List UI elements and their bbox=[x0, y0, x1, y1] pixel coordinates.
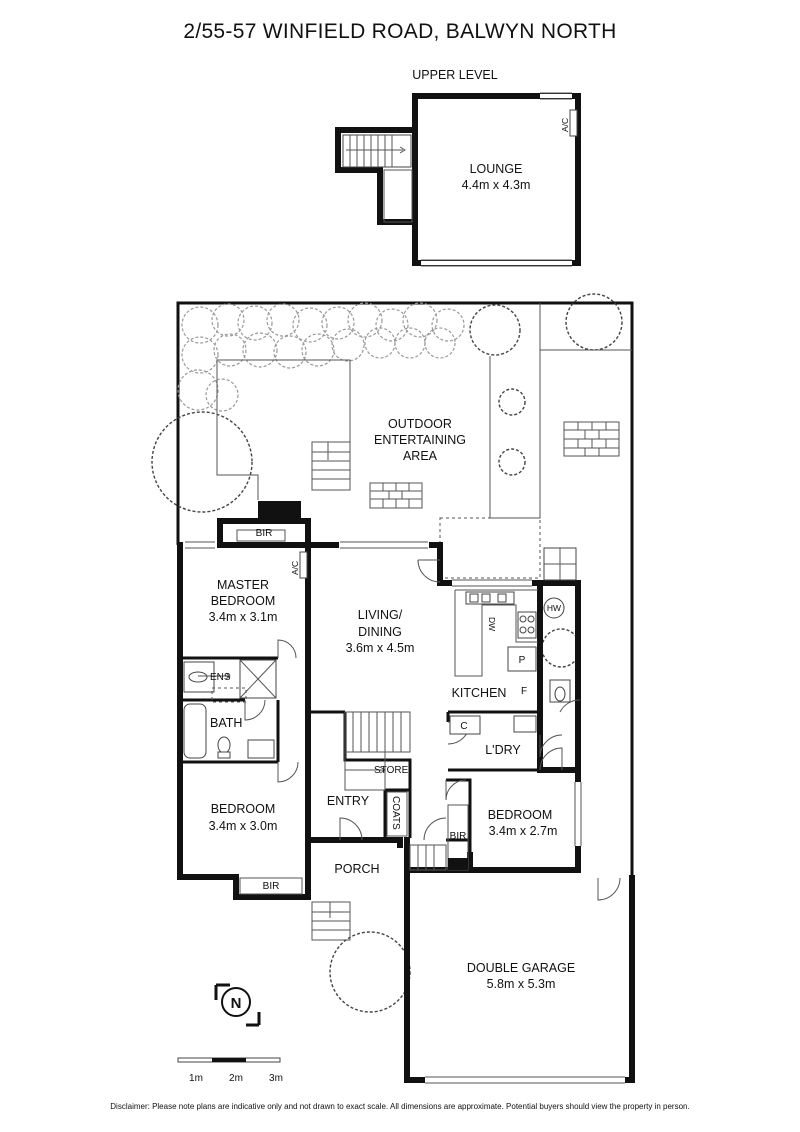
upper-stairs bbox=[342, 134, 412, 168]
north-compass: N bbox=[214, 983, 261, 1027]
outdoor-label-2: ENTERTAINING bbox=[374, 433, 466, 447]
upper-level-heading: UPPER LEVEL bbox=[412, 68, 498, 82]
garden-shrubs bbox=[177, 302, 465, 412]
living-label-2: DINING bbox=[358, 625, 402, 639]
store-label: STORE bbox=[374, 765, 409, 776]
kitchen-joinery bbox=[449, 547, 577, 735]
master-size: 3.4m x 3.1m bbox=[209, 610, 278, 624]
bedroom3-label: BEDROOM bbox=[488, 808, 553, 822]
upper-level: UPPER LEVEL A/C LOUNGE 4.4m x 4.3m bbox=[335, 68, 581, 267]
pantry-label: P bbox=[519, 655, 526, 666]
bath-label: BATH bbox=[210, 716, 242, 730]
bir-bedroom3-label: BIR bbox=[450, 831, 467, 842]
master-label-1: MASTER bbox=[217, 578, 269, 592]
porch-steps bbox=[311, 844, 447, 941]
ensuite-label: ENS bbox=[210, 672, 231, 683]
porch-label: PORCH bbox=[334, 862, 379, 876]
lounge-label: LOUNGE bbox=[470, 162, 523, 176]
fridge-label: F bbox=[521, 686, 527, 697]
cupboard-label: C bbox=[460, 721, 467, 732]
scale-label-2m: 2m bbox=[229, 1073, 243, 1084]
bedroom2-size: 3.4m x 3.0m bbox=[209, 819, 278, 833]
outdoor-steps bbox=[311, 441, 351, 491]
ac-living-label: A/C bbox=[290, 561, 300, 575]
living-label-1: LIVING/ bbox=[358, 608, 403, 622]
laundry-label: L'DRY bbox=[485, 743, 521, 757]
windows bbox=[185, 541, 625, 1084]
internal-stairs bbox=[344, 711, 411, 791]
store-cupboard bbox=[386, 791, 408, 837]
master-label-2: BEDROOM bbox=[211, 594, 276, 608]
bedroom2-label: BEDROOM bbox=[211, 802, 276, 816]
garage-size: 5.8m x 5.3m bbox=[487, 977, 556, 991]
chimney-block bbox=[258, 501, 301, 519]
page-title: 2/55-57 WINFIELD ROAD, BALWYN NORTH bbox=[183, 20, 616, 43]
living-size: 3.6m x 4.5m bbox=[346, 641, 415, 655]
scale-label-1m: 1m bbox=[189, 1073, 203, 1084]
entry-label: ENTRY bbox=[327, 794, 370, 808]
hot-water-label: HW bbox=[547, 603, 561, 613]
lounge-size: 4.4m x 4.3m bbox=[462, 178, 531, 192]
kitchen-label: KITCHEN bbox=[452, 686, 507, 700]
brick-bbq bbox=[369, 482, 423, 509]
upper-ac-label: A/C bbox=[560, 118, 570, 132]
compass-letter: N bbox=[231, 995, 242, 1012]
upper-ac-unit bbox=[569, 109, 578, 137]
outdoor-label-1: OUTDOOR bbox=[388, 417, 452, 431]
disclaimer: Disclaimer: Please note plans are indica… bbox=[110, 1102, 689, 1111]
outdoor-label-3: AREA bbox=[403, 449, 438, 463]
bedroom3-size: 3.4m x 2.7m bbox=[489, 824, 558, 838]
brick-paving bbox=[563, 421, 620, 457]
scale-label-3m: 3m bbox=[269, 1073, 283, 1084]
bir-bedroom2-label: BIR bbox=[263, 881, 280, 892]
garage-label: DOUBLE GARAGE bbox=[467, 961, 575, 975]
dishwasher-label: DW bbox=[487, 617, 497, 631]
bir-bedroom2 bbox=[239, 877, 303, 895]
living-ac-unit bbox=[299, 551, 308, 579]
scale-bar: 1m 2m 3m bbox=[177, 1057, 283, 1084]
doors bbox=[244, 559, 621, 901]
ground-level: OUTDOOR ENTERTAINING AREA BIR A/C MASTER… bbox=[151, 293, 635, 1084]
bathroom-fixtures bbox=[183, 529, 286, 759]
coats-label: COATS bbox=[390, 796, 401, 830]
bir-master-label: BIR bbox=[256, 528, 273, 539]
